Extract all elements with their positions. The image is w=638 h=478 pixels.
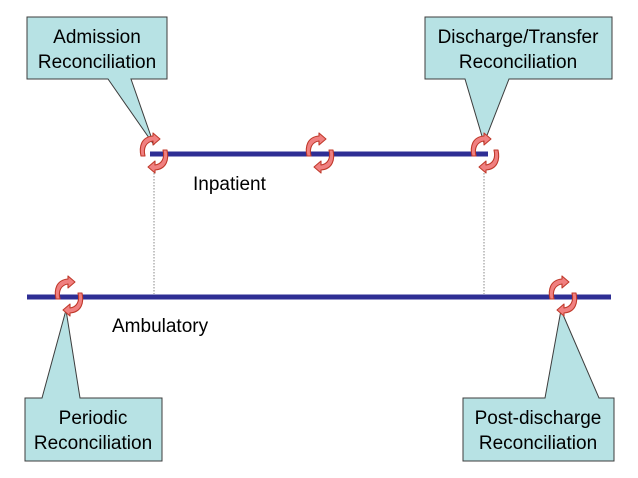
admission-callout: Admission Reconciliation [26, 16, 168, 146]
periodic-callout-line1: Periodic [59, 408, 128, 429]
discharge-callout-line2: Reconciliation [459, 52, 577, 73]
inpatient-label: Inpatient [193, 174, 267, 195]
discharge-callout-line1: Discharge/Transfer [438, 27, 600, 48]
discharge-callout: Discharge/Transfer Reconciliation [424, 16, 613, 145]
post-discharge-callout-line1: Post-discharge [475, 408, 602, 429]
admission-callout-line2: Reconciliation [38, 52, 156, 73]
post-discharge-callout-line2: Reconciliation [479, 433, 597, 454]
post-discharge-callout: Post-discharge Reconciliation [462, 308, 615, 462]
periodic-callout: Periodic Reconciliation [24, 309, 163, 462]
admission-callout-line1: Admission [53, 27, 141, 48]
periodic-callout-line2: Reconciliation [34, 433, 152, 454]
ambulatory-label: Ambulatory [112, 316, 209, 337]
